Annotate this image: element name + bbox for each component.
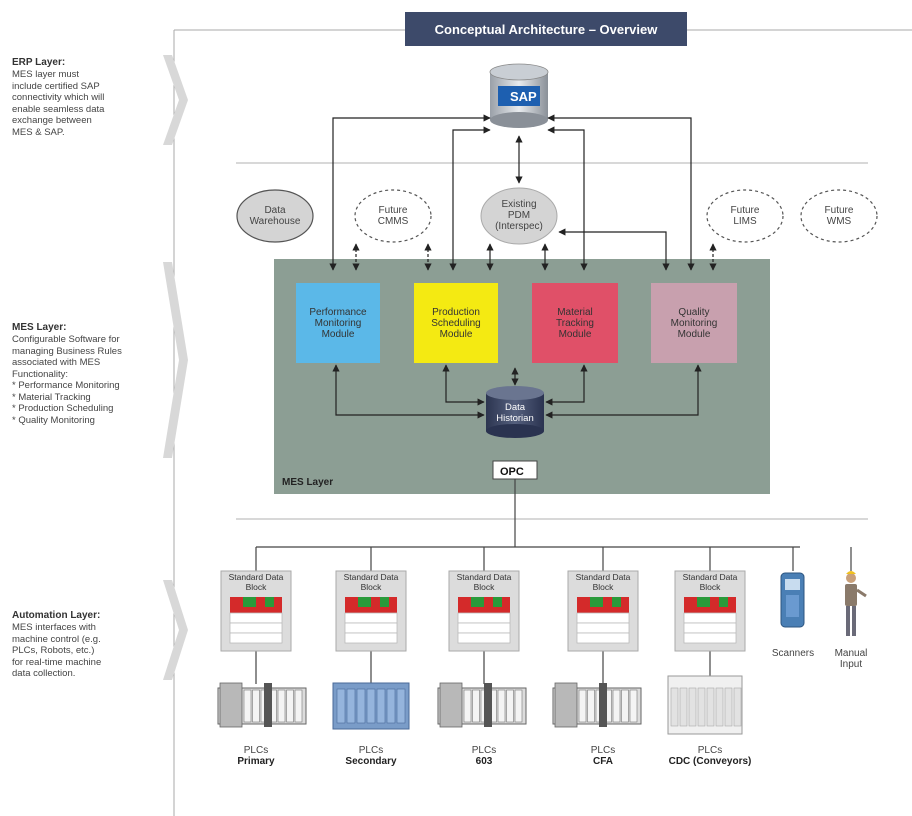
plc-rack-icon (217, 682, 307, 728)
plc-rack-icon (552, 682, 642, 728)
mes-layer-label: MES Layer (282, 477, 334, 488)
automation-bus (255, 479, 852, 684)
scanners-label: Scanners (771, 648, 815, 659)
standard-data-block (448, 570, 520, 652)
pdm-connectors (486, 228, 670, 271)
future-system-links (352, 243, 717, 271)
standard-data-block (335, 570, 407, 652)
diagram-banner-title: Conceptual Architecture – Overview (405, 12, 687, 46)
sap-logo-text: SAP (510, 89, 537, 104)
quality-monitoring-module (651, 283, 737, 363)
standard-data-block (567, 570, 639, 652)
opc-logo: OPC (492, 460, 538, 480)
material-tracking-module (532, 283, 618, 363)
manual-input-person-icon (845, 571, 867, 636)
scanner-icon (780, 572, 805, 628)
standard-data-block (674, 570, 746, 652)
opc-logo-text: OPC (500, 466, 524, 478)
side-chevrons (163, 55, 188, 680)
performance-monitoring-module (296, 283, 380, 363)
future-wms-node (800, 189, 878, 243)
standard-data-blocks (220, 570, 746, 652)
plc-rack-icon (332, 682, 410, 730)
data-historian-icon (486, 386, 544, 438)
historian-connectors (332, 364, 702, 419)
sap-database-icon: SAP (489, 63, 549, 128)
plc-hardware (217, 675, 743, 735)
plc-rack-icon (667, 675, 743, 735)
erp-layer-title: ERP Layer: (12, 57, 66, 68)
future-lims-node (706, 189, 784, 243)
standard-data-block (220, 570, 292, 652)
sap-connectors (329, 114, 695, 271)
production-scheduling-module (414, 283, 498, 363)
automation-layer-title: Automation Layer: (12, 610, 101, 621)
plc-rack-icon (437, 682, 527, 728)
data-warehouse-node (236, 189, 314, 243)
mes-layer-title: MES Layer: (12, 322, 67, 333)
